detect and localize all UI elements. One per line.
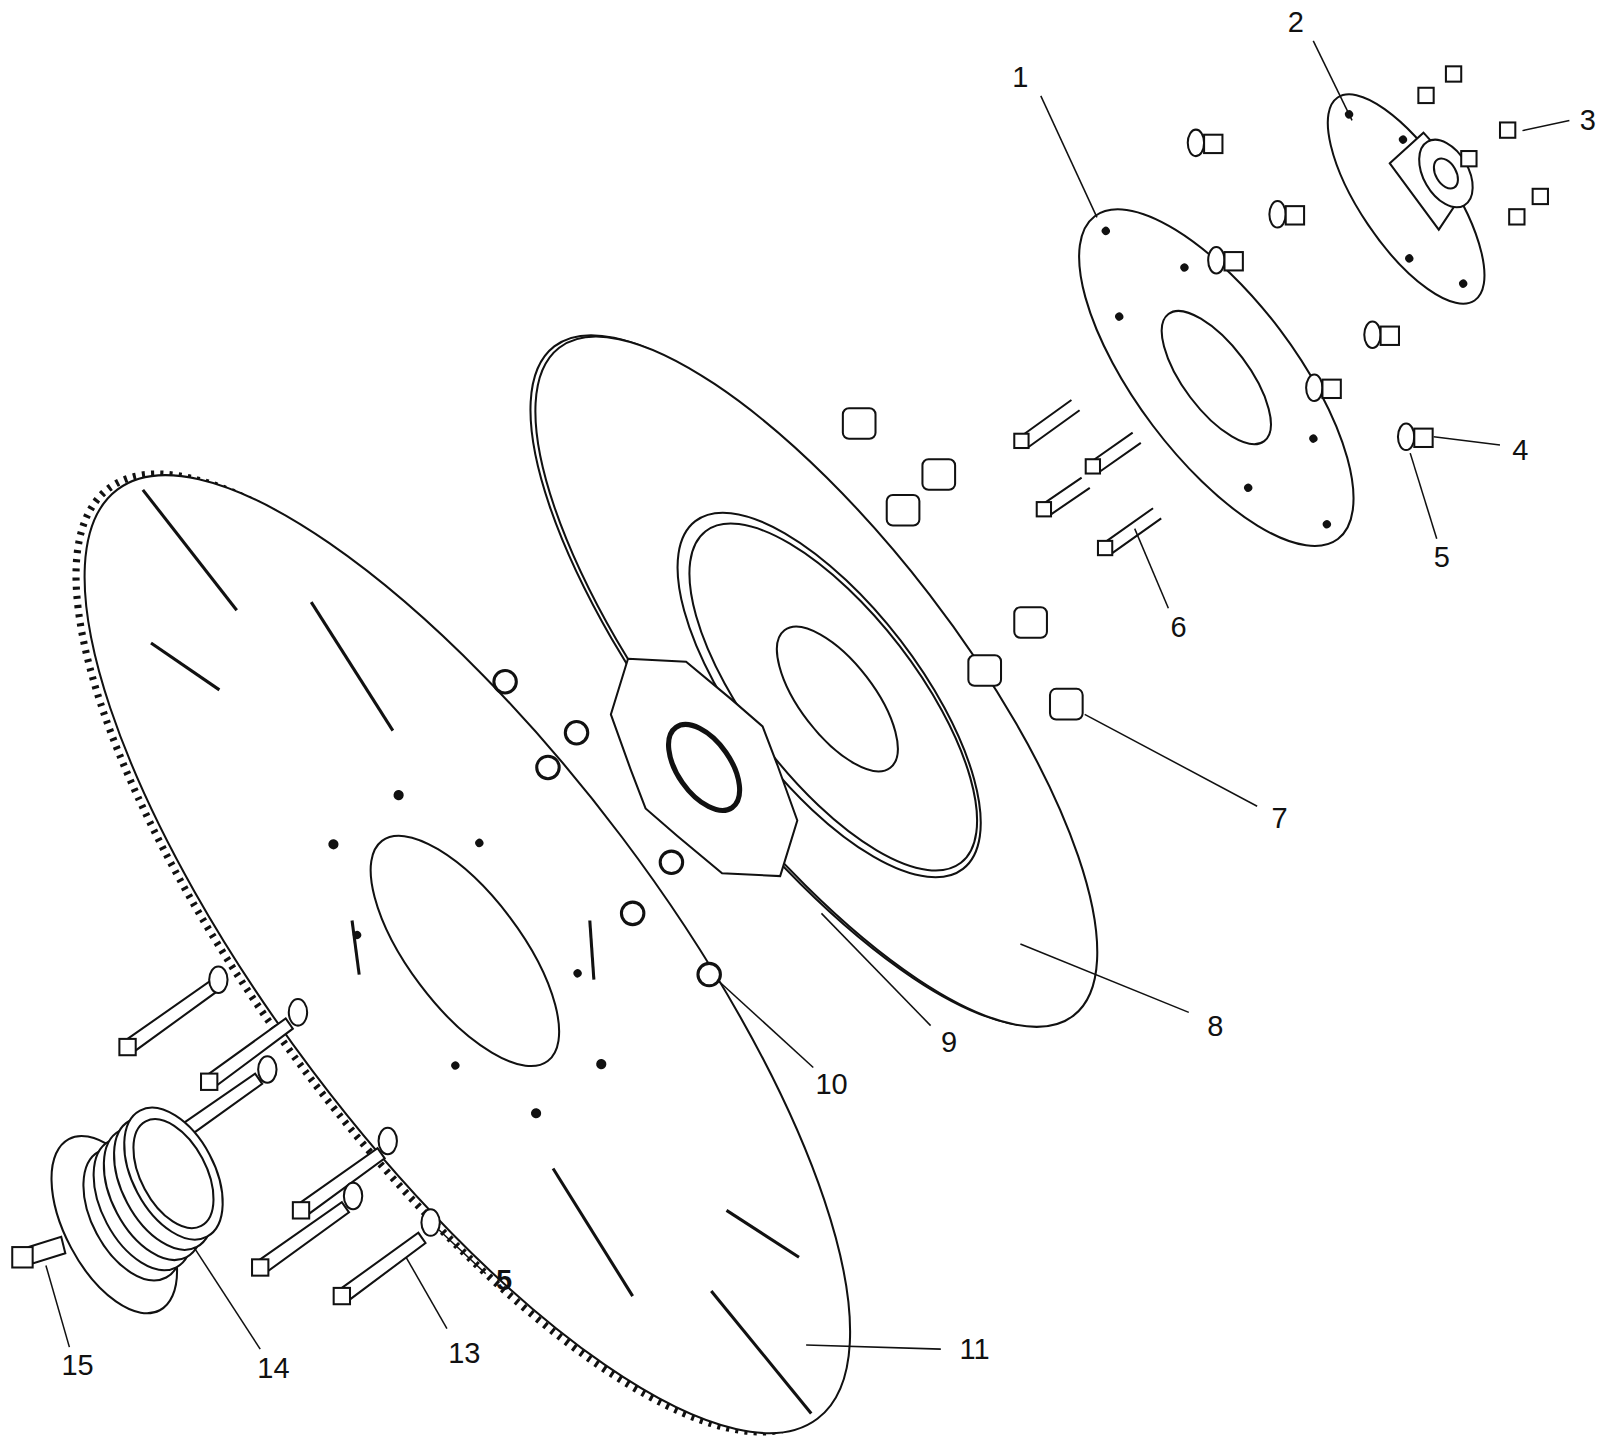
- hub-plate: [569, 618, 838, 917]
- callout-number: 3: [1580, 106, 1596, 135]
- small-nuts: [1418, 66, 1548, 224]
- pulley: [26, 1091, 244, 1333]
- nuts: [494, 670, 721, 985]
- hub-bore: [1408, 130, 1484, 216]
- hub: [1300, 72, 1513, 326]
- short-bolts: [1014, 400, 1161, 555]
- callout-number: 14: [257, 1354, 289, 1383]
- callout-number: 8: [1207, 1011, 1223, 1040]
- callout-number: 7: [1272, 804, 1288, 833]
- callout-number: 5: [496, 1265, 512, 1294]
- callout-number: 13: [448, 1339, 480, 1368]
- callout-number: 4: [1512, 436, 1528, 465]
- callout-number: 15: [61, 1351, 93, 1380]
- callout-number: 2: [1288, 8, 1304, 37]
- center-bolt: [12, 1237, 65, 1268]
- spacers: [843, 408, 1083, 719]
- adapter-plate: [1031, 168, 1401, 587]
- callout-number: 6: [1170, 612, 1186, 641]
- leader-lines: [46, 41, 1569, 1349]
- hub-bore-inner: [1429, 154, 1463, 192]
- callout-number: 9: [941, 1027, 957, 1056]
- callout-number: 11: [959, 1334, 989, 1363]
- callout-number: 5: [1434, 543, 1450, 572]
- callout-number: 1: [1012, 62, 1028, 91]
- clutch-disk: [441, 257, 1187, 1104]
- callout-number: 10: [815, 1069, 847, 1098]
